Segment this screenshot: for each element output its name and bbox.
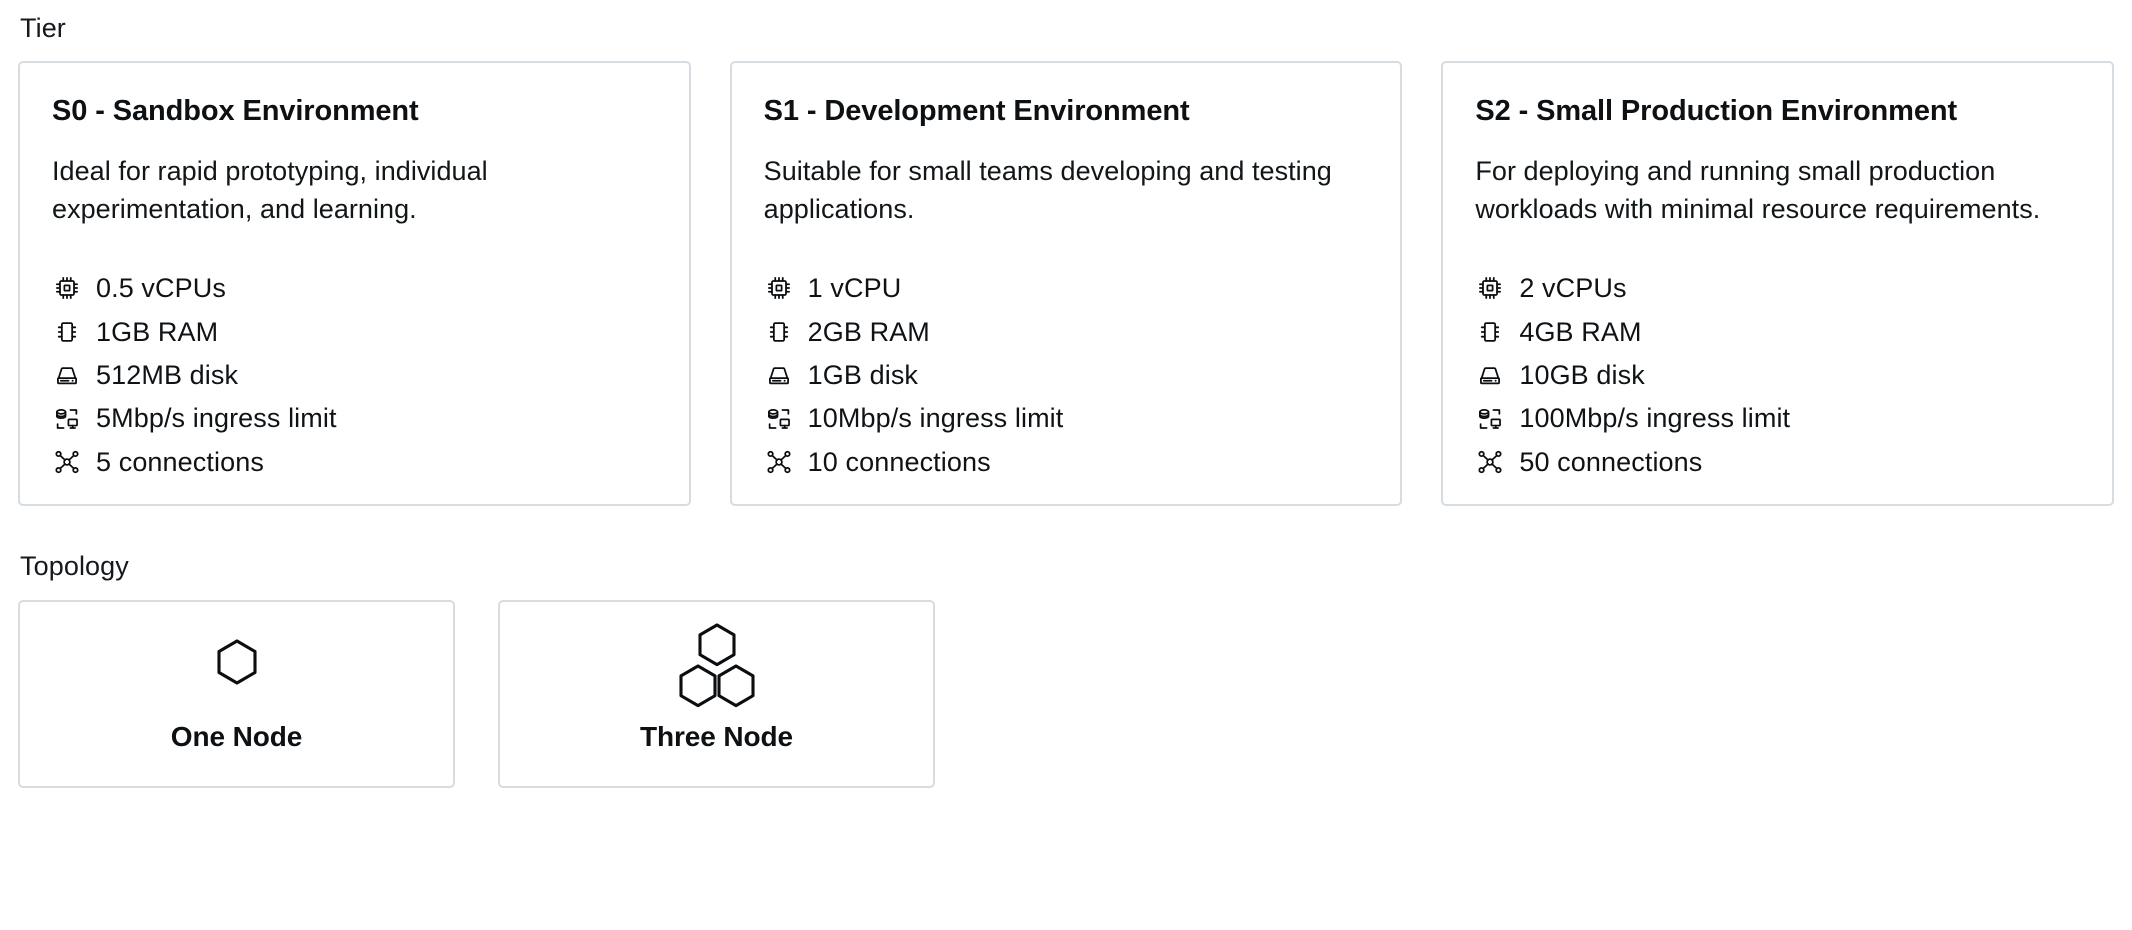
- tier-spec-item: 0.5 vCPUs: [52, 272, 657, 304]
- disk-icon: [1475, 360, 1505, 390]
- tier-spec-item: 1GB disk: [764, 359, 1369, 391]
- network-ingress-icon: [1475, 404, 1505, 434]
- cpu-icon: [764, 273, 794, 303]
- tier-spec-item: 5Mbp/s ingress limit: [52, 402, 657, 434]
- tier-spec-text: 1 vCPU: [807, 273, 902, 304]
- tier-card-description: Ideal for rapid prototyping, individual …: [52, 155, 488, 224]
- tier-spec-text: 10 connections: [807, 446, 991, 477]
- tier-spec-item: 2 vCPUs: [1475, 272, 2080, 304]
- tier-spec-item: 10Mbp/s ingress limit: [764, 402, 1369, 434]
- tier-spec-text: 512MB disk: [96, 360, 239, 391]
- topology-option-row: One Node Three Node: [18, 599, 2114, 788]
- tier-spec-list: 1 vCPU 2GB RAM 1GB disk 10Mbp/s ingress …: [764, 272, 1369, 478]
- tier-spec-text: 1GB disk: [807, 360, 919, 391]
- tier-card-description: For deploying and running small producti…: [1475, 155, 2041, 224]
- tier-spec-text: 10Mbp/s ingress limit: [807, 403, 1064, 434]
- tier-spec-text: 5Mbp/s ingress limit: [96, 403, 337, 434]
- disk-icon: [764, 360, 794, 390]
- topology-option-label: One Node: [170, 720, 303, 752]
- tier-section-label: Tier: [20, 13, 66, 43]
- tier-spec-item: 50 connections: [1475, 446, 2080, 478]
- tier-card-description: Suitable for small teams developing and …: [763, 155, 1332, 224]
- tier-spec-item: 5 connections: [52, 446, 657, 478]
- network-ingress-icon: [764, 404, 794, 434]
- tier-spec-item: 10GB disk: [1475, 359, 2080, 391]
- network-ingress-icon: [52, 404, 82, 434]
- tier-card-title: S2 - Small Production Environment: [1475, 95, 1958, 128]
- tier-spec-item: 10 connections: [764, 446, 1369, 478]
- ram-icon: [764, 317, 794, 347]
- tier-spec-item: 2GB RAM: [764, 316, 1369, 348]
- tier-spec-text: 2GB RAM: [807, 316, 930, 347]
- topology-section: Topology One Node Three Node: [18, 550, 2114, 788]
- tier-spec-item: 512MB disk: [52, 359, 657, 391]
- tier-spec-text: 2 vCPUs: [1519, 273, 1627, 304]
- tier-spec-item: 100Mbp/s ingress limit: [1475, 402, 2080, 434]
- tier-spec-text: 4GB RAM: [1519, 316, 1642, 347]
- topology-option-label: Three Node: [639, 720, 794, 752]
- tier-spec-list: 0.5 vCPUs 1GB RAM 512MB disk 5Mbp/s ingr…: [52, 272, 657, 478]
- tier-card-title: S0 - Sandbox Environment: [52, 95, 419, 128]
- tier-spec-item: 1 vCPU: [764, 272, 1369, 304]
- ram-icon: [1475, 317, 1505, 347]
- tier-card-title: S1 - Development Environment: [763, 95, 1190, 128]
- tier-spec-item: 1GB RAM: [52, 316, 657, 348]
- topology-option[interactable]: Three Node: [498, 599, 935, 788]
- tier-spec-item: 4GB RAM: [1475, 316, 2080, 348]
- tier-spec-text: 100Mbp/s ingress limit: [1519, 403, 1791, 434]
- ram-icon: [52, 317, 82, 347]
- connections-icon: [1475, 447, 1505, 477]
- connections-icon: [52, 447, 82, 477]
- cpu-icon: [52, 273, 82, 303]
- topology-section-label: Topology: [20, 551, 129, 582]
- tier-spec-text: 5 connections: [96, 446, 264, 477]
- tier-spec-text: 1GB RAM: [96, 316, 219, 347]
- triple-hexagon-icon: [674, 623, 760, 707]
- topology-option[interactable]: One Node: [18, 599, 455, 788]
- single-hexagon-icon: [211, 630, 263, 702]
- tier-spec-text: 0.5 vCPUs: [96, 273, 226, 304]
- disk-icon: [52, 360, 82, 390]
- tier-spec-text: 10GB disk: [1519, 360, 1645, 391]
- tier-spec-list: 2 vCPUs 4GB RAM 10GB disk 100Mbp/s ingre…: [1475, 272, 2080, 478]
- connections-icon: [764, 447, 794, 477]
- tier-spec-text: 50 connections: [1519, 446, 1703, 477]
- cpu-icon: [1475, 273, 1505, 303]
